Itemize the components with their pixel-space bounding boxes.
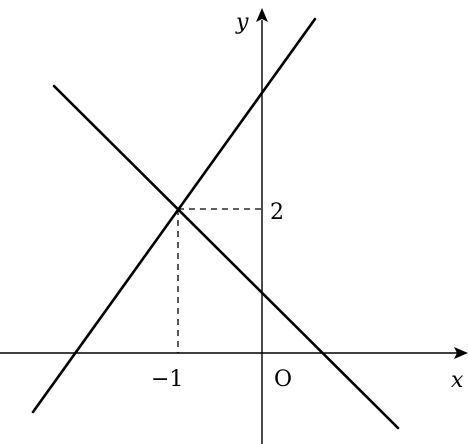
rising-line [31, 17, 317, 414]
y-axis-label: y [235, 10, 249, 35]
falling-line [52, 84, 400, 430]
x-value-label: −1 [151, 367, 183, 392]
origin-label: O [274, 367, 292, 392]
y-value-label: 2 [270, 200, 284, 225]
y-axis-arrow-icon [256, 8, 268, 22]
x-axis-arrow-icon [454, 347, 468, 359]
x-axis-label: x [451, 368, 464, 393]
